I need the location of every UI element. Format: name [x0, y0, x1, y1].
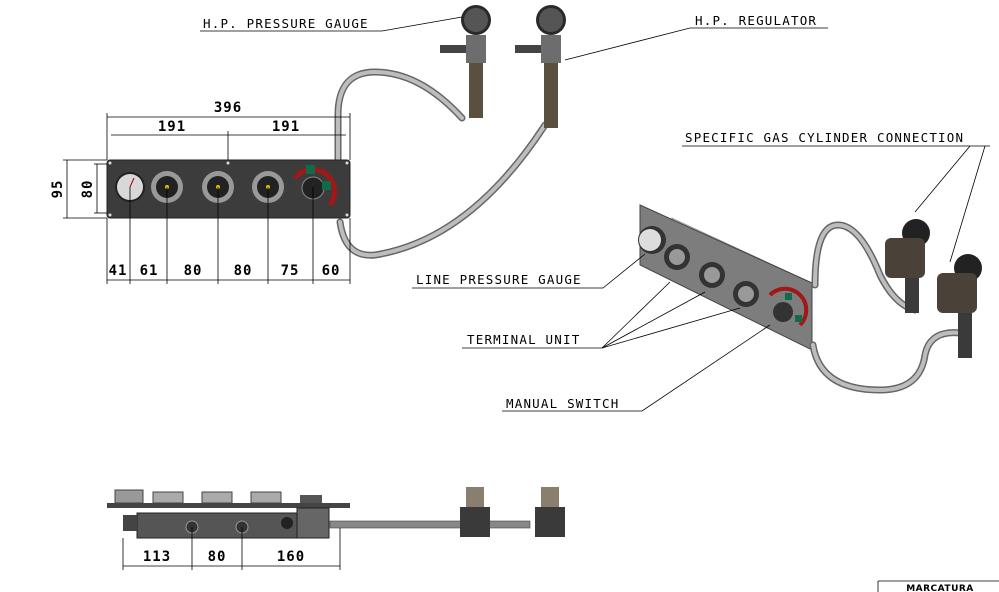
title-block-marcatura: MARCATURA: [906, 584, 974, 592]
bottom-view: 113 80 160: [107, 487, 565, 570]
dim-half-left: 191: [158, 119, 186, 135]
label-hp-pressure-gauge: H.P. PRESSURE GAUGE: [203, 16, 369, 31]
label-hp-regulator: H.P. REGULATOR: [695, 13, 817, 28]
cylinder-connection-2: [937, 254, 982, 358]
dim-overall-height: 95: [50, 180, 66, 199]
label-line-pressure-gauge: LINE PRESSURE GAUGE: [416, 272, 582, 287]
regulator-bottom-2: [535, 487, 565, 537]
regulator-bottom-1: [460, 487, 490, 537]
dim-spacing-3: 80: [184, 263, 203, 279]
dim-spacing-4: 80: [234, 263, 253, 279]
dim-spacing-1: 41: [109, 263, 128, 279]
hose-upper: [334, 68, 466, 164]
front-view: 396 191 191 95 80 41 61 80 80 75 60: [50, 68, 549, 284]
label-specific-gas-cylinder-connection: SPECIFIC GAS CYLINDER CONNECTION: [685, 130, 964, 145]
dim-half-right: 191: [272, 119, 300, 135]
dim-bottom-2: 80: [208, 549, 227, 565]
hp-regulator-left: [440, 5, 491, 118]
dim-spacing-5: 75: [281, 263, 300, 279]
hose-lower: [336, 121, 549, 259]
dim-inner-height: 80: [80, 180, 96, 199]
dim-overall-width: 396: [214, 100, 242, 116]
cylinder-connection-1: [885, 219, 930, 313]
dim-bottom-3: 160: [277, 549, 305, 565]
label-terminal-unit: TERMINAL UNIT: [467, 332, 580, 347]
isometric-view: [638, 204, 982, 394]
hp-regulator-right: [515, 5, 566, 128]
dim-spacing-2: 61: [140, 263, 159, 279]
dim-bottom-1: 113: [143, 549, 171, 565]
label-manual-switch: MANUAL SWITCH: [506, 396, 619, 411]
dim-spacing-6: 60: [322, 263, 341, 279]
title-block: MARCATURA: [877, 580, 999, 592]
